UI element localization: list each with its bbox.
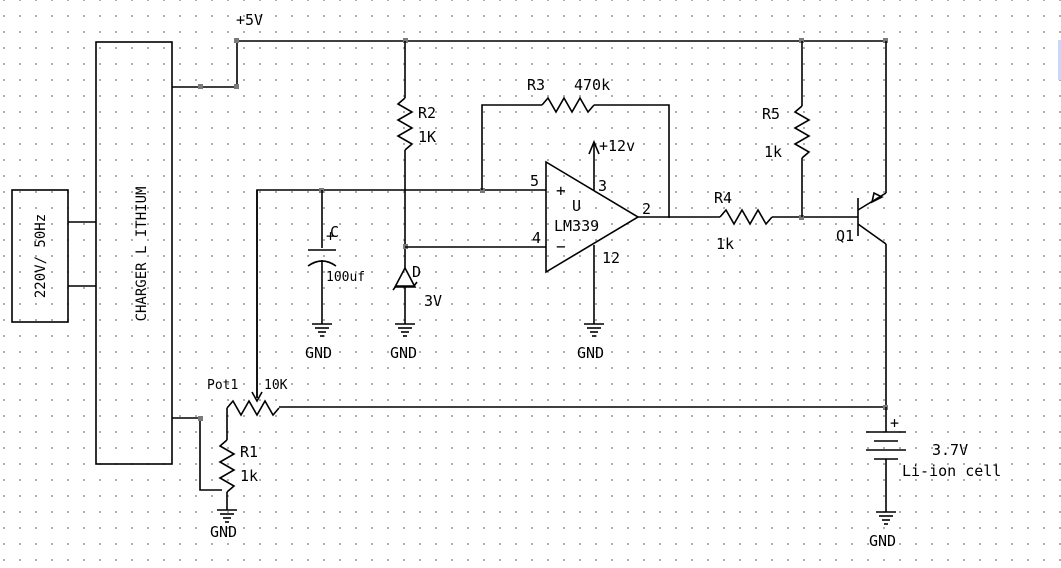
pin4-label: 4 — [532, 229, 541, 247]
wire-pin5 — [256, 189, 546, 398]
resistor-r2 — [396, 97, 414, 151]
pin2-label: 2 — [642, 200, 651, 218]
c-value: 100uf — [326, 270, 365, 285]
gnd-label-u: GND — [577, 344, 604, 362]
pin5-label: 5 — [530, 172, 539, 190]
vcc12-arrow — [588, 139, 600, 155]
r4-value: 1k — [716, 235, 734, 253]
u-part: LM339 — [554, 217, 599, 235]
scrollbar-fragment — [1058, 40, 1061, 80]
node — [799, 38, 804, 43]
r5-name: R5 — [762, 105, 780, 123]
r1-name: R1 — [240, 443, 258, 461]
gnd-label-c: GND — [305, 344, 332, 362]
u-name: U — [572, 197, 581, 215]
node — [234, 84, 239, 89]
ac-source-label: 220V/ 50Hz — [33, 214, 49, 298]
r3-name: R3 — [527, 76, 545, 94]
transistor-q1-arrow — [870, 191, 884, 204]
wire-r3-right — [594, 104, 670, 218]
node — [799, 215, 804, 220]
c-name: C — [330, 223, 339, 241]
transistor-q1-collector — [857, 223, 887, 245]
v12-label: +12v — [599, 137, 635, 155]
d-value: 3V — [424, 292, 442, 310]
resistor-r4 — [719, 208, 773, 226]
resistor-r3 — [541, 96, 595, 114]
r5-value: 1k — [764, 143, 782, 161]
pot-value: 10K — [264, 378, 288, 393]
pot-wiper-arrow — [251, 391, 263, 403]
potentiometer-pot1 — [226, 399, 280, 417]
pot-name: Pot1 — [207, 378, 238, 393]
opamp-plus: + — [556, 181, 566, 200]
charger-label: CHARGER L ITHIUM — [134, 187, 150, 322]
vcc-label: +5V — [236, 11, 263, 29]
wire-r3-left — [481, 104, 542, 190]
wire-5v-rail — [172, 40, 886, 88]
comparator-lm339 — [545, 160, 640, 274]
battery-voltage: 3.7V — [932, 441, 968, 459]
resistor-r5 — [793, 105, 811, 159]
r4-name: R4 — [714, 189, 732, 207]
pin12-label: 12 — [602, 249, 620, 267]
q1-label: Q1 — [836, 227, 854, 245]
r3-value: 470k — [574, 76, 610, 94]
charger-box — [95, 41, 173, 465]
opamp-minus: − — [556, 237, 566, 256]
r2-value: 1K — [418, 128, 436, 146]
r1-value: 1k — [240, 467, 258, 485]
zener-bar — [392, 281, 418, 291]
node — [403, 38, 408, 43]
battery-plus: + — [890, 414, 899, 432]
battery-name: Li-ion cell — [902, 462, 1001, 480]
gnd-label-r1: GND — [210, 523, 237, 541]
gnd-label-batt: GND — [869, 532, 896, 550]
node — [480, 188, 485, 193]
node — [198, 84, 203, 89]
gnd-label-d: GND — [390, 344, 417, 362]
ac-source-box — [11, 189, 69, 323]
node — [234, 38, 239, 43]
node — [198, 416, 203, 421]
node — [883, 38, 888, 43]
wire-charger-r1 — [199, 418, 222, 491]
r2-name: R2 — [418, 104, 436, 122]
d-name: D — [412, 263, 421, 281]
c-plus: + — [326, 227, 335, 245]
pin3-label: 3 — [598, 177, 607, 195]
resistor-r1 — [218, 439, 236, 493]
